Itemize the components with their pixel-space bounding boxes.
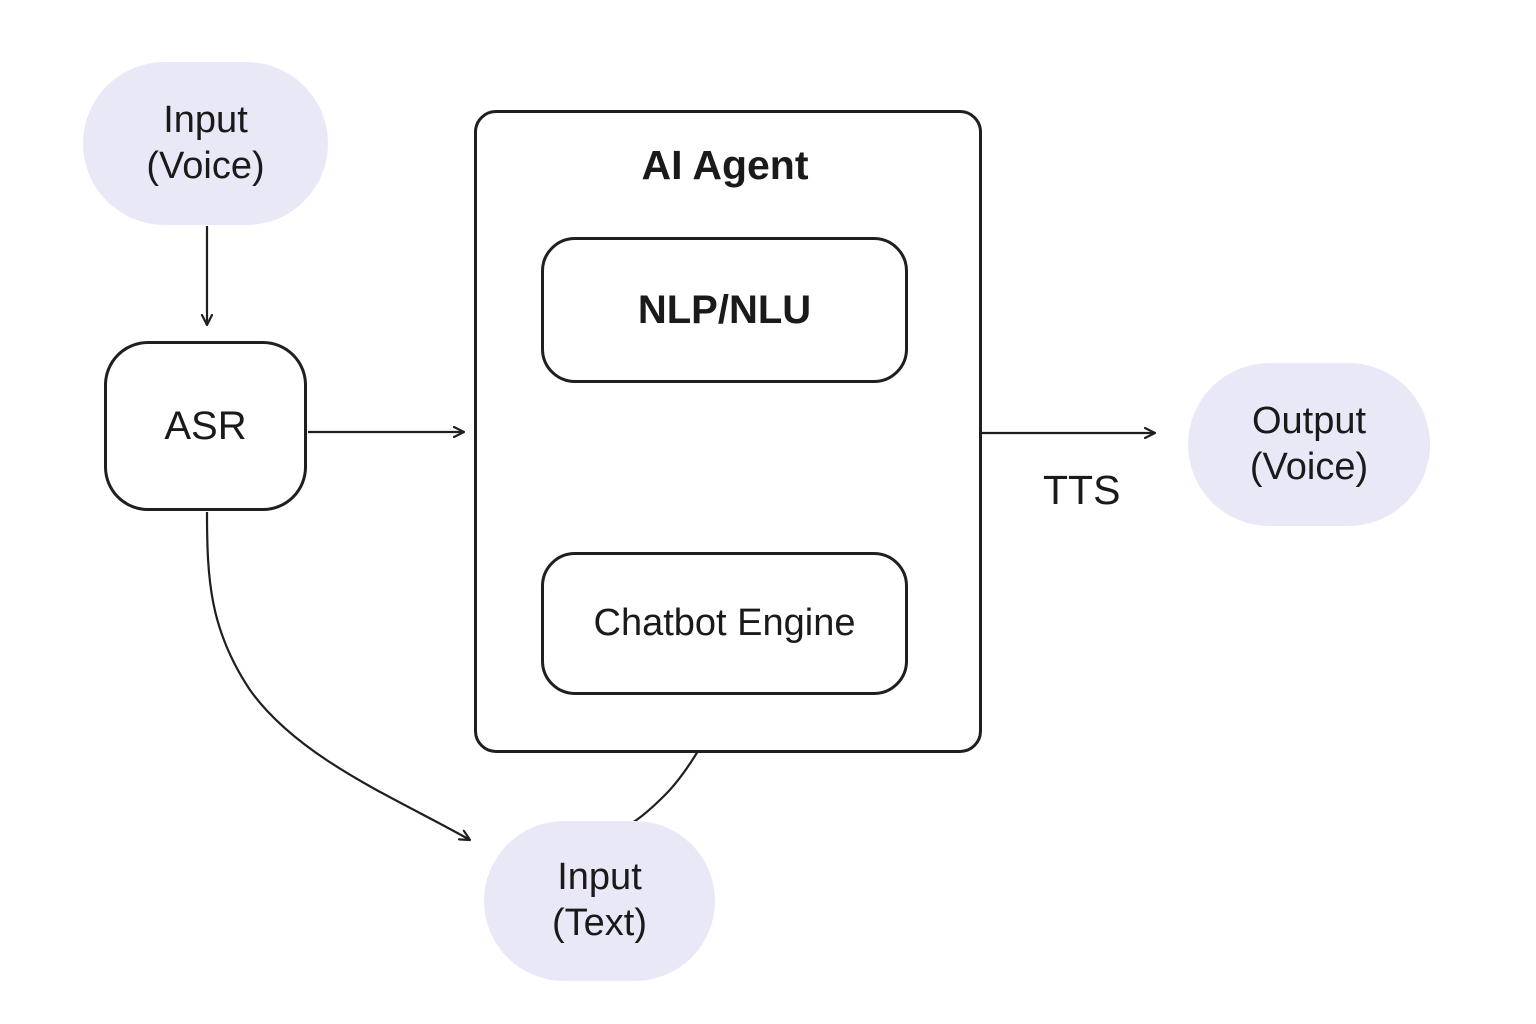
- input-text-line2: (Text): [552, 902, 647, 944]
- arrow-asr-to-input-text: [205, 511, 470, 840]
- input-text-node: Input (Text): [484, 821, 715, 981]
- nlp-nlu-node: NLP/NLU: [541, 237, 908, 383]
- output-voice-line1: Output: [1251, 399, 1367, 442]
- tts-label: TTS: [1043, 467, 1121, 513]
- input-text-line1: Input: [557, 856, 642, 899]
- output-voice-node: Output (Voice): [1188, 363, 1430, 526]
- output-voice-line2: (Voice): [1249, 445, 1369, 488]
- asr-label: ASR: [164, 404, 247, 448]
- input-voice-line2: (Voice): [146, 144, 265, 187]
- asr-node: ASR: [104, 341, 307, 511]
- input-voice-line1: Input: [163, 98, 248, 141]
- chatbot-engine-node: Chatbot Engine: [541, 552, 908, 695]
- ai-agent-title: AI Agent: [641, 142, 809, 188]
- nlp-nlu-label: NLP/NLU: [637, 288, 812, 332]
- chatbot-engine-label: Chatbot Engine: [593, 601, 856, 644]
- input-voice-node: Input (Voice): [83, 62, 328, 225]
